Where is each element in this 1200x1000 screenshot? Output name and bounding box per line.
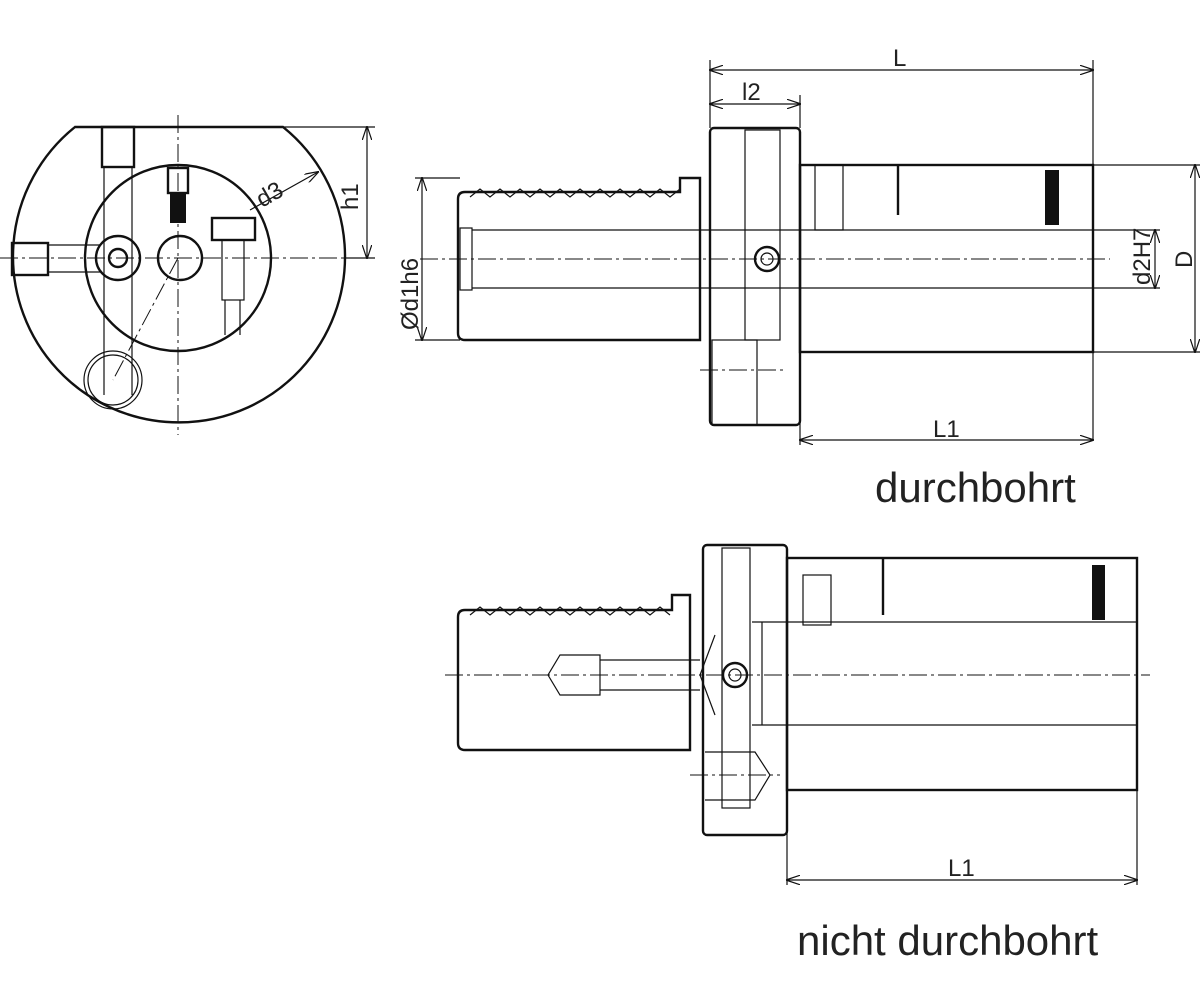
caption-through: durchbohrt [875,464,1076,511]
outer-contour [11,125,347,424]
dim-label-l2: l2 [742,79,761,106]
dim-label-L: L [893,45,906,72]
side-view-not-through: L1 nicht durchbohrt [445,543,1150,964]
caption-not-through: nicht durchbohrt [797,917,1099,964]
dim-label-d2H7: d2H7 [1129,228,1156,285]
front-view: h1 d3 [0,115,375,435]
side-view-through: L l2 L1 Ød1h6 d2H7 D durchbohrt [397,45,1200,511]
dim-label-h1: h1 [337,183,364,210]
dim-label-d1h6: Ød1h6 [397,258,424,330]
dim-label-L1-bottom: L1 [948,855,975,882]
dim-label-D: D [1171,251,1198,268]
dim-label-L1: L1 [933,416,960,443]
